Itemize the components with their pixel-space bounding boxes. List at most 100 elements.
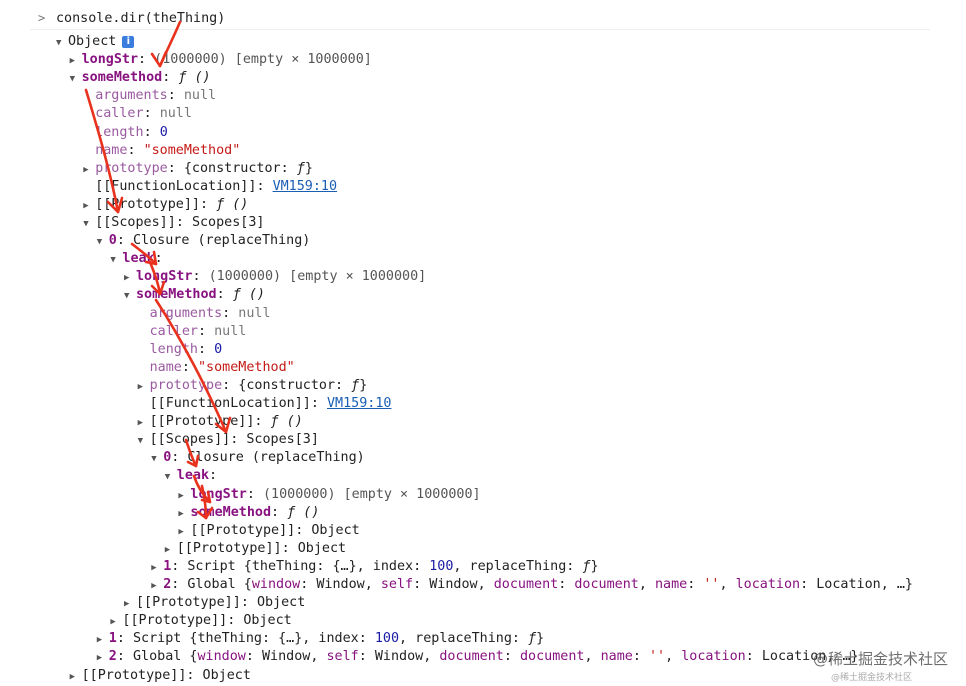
watermark: @稀土掘金技术社区 xyxy=(812,650,948,668)
tree-row[interactable]: ▶prototype: {constructor: ƒ} xyxy=(83,160,313,178)
tree-row[interactable]: ▼[[Scopes]]: Scopes[3] xyxy=(138,431,319,449)
tree-row[interactable]: ▶[[Prototype]]: ƒ () xyxy=(83,196,248,214)
property-key: length xyxy=(149,341,198,357)
tree-row[interactable]: ▶2: Global {window: Window, self: Window… xyxy=(97,648,859,666)
watermark-sub: @稀土掘金技术社区 xyxy=(830,673,912,683)
tree-row: ▶length: 0 xyxy=(95,124,168,140)
expand-triangle-closed-icon[interactable]: ▶ xyxy=(137,418,144,429)
tree-row[interactable]: ▶someMethod: ƒ () xyxy=(178,504,319,522)
expand-triangle-closed-icon[interactable]: ▶ xyxy=(124,273,130,284)
tree-row: ▶caller: null xyxy=(95,106,192,122)
tree-row: ▶name: "someMethod" xyxy=(149,359,295,375)
console-input-line[interactable]: >console.dir(theThing) xyxy=(38,9,225,27)
property-key: [[Prototype]] xyxy=(81,667,187,683)
property-key: 2 xyxy=(108,649,117,665)
property-value: : Window, xyxy=(300,577,381,592)
tree-row[interactable]: ▶[[Prototype]]: Object xyxy=(178,522,359,540)
tree-row[interactable]: ▶1: Script {theThing: {…}, index: 100, r… xyxy=(151,558,598,576)
property-key: caller xyxy=(149,323,198,339)
property-value: self xyxy=(326,649,359,665)
expand-triangle-closed-icon[interactable]: ▶ xyxy=(178,526,184,537)
tree-row[interactable]: ▶longStr: (1000000) [empty × 1000000] xyxy=(70,51,372,69)
expand-triangle-closed-icon[interactable]: ▶ xyxy=(96,635,103,646)
property-key: name xyxy=(149,359,182,375)
property-value: (1000000) [empty × 1000000] xyxy=(208,269,427,285)
property-value: } xyxy=(304,160,313,176)
property-value: Object xyxy=(311,522,360,538)
expand-triangle-open-icon[interactable]: ▼ xyxy=(69,74,76,85)
property-value: 100 xyxy=(374,631,400,647)
property-value: : Window, xyxy=(358,649,440,665)
expand-triangle-closed-icon[interactable]: ▶ xyxy=(151,581,157,591)
property-value: document xyxy=(439,649,504,665)
property-value: , xyxy=(665,649,682,665)
function-location-link[interactable]: VM159:10 xyxy=(326,396,392,411)
info-icon[interactable]: i xyxy=(122,36,135,48)
tree-row[interactable]: ▶[[Prototype]]: Object xyxy=(165,540,346,558)
property-value: : Location, …} xyxy=(745,649,859,665)
tree-row[interactable]: ▼someMethod: ƒ () xyxy=(124,286,265,304)
expand-triangle-open-icon[interactable]: ▼ xyxy=(124,291,130,302)
expand-triangle-open-icon[interactable]: ▼ xyxy=(164,472,171,483)
property-value: (1000000) [empty × 1000000] xyxy=(262,486,481,502)
property-value: ƒ () xyxy=(216,196,249,212)
expand-triangle-closed-icon[interactable]: ▶ xyxy=(178,490,184,501)
tree-row[interactable]: ▼0: Closure (replaceThing) xyxy=(97,232,311,250)
property-value: document xyxy=(574,577,639,592)
expand-triangle-closed-icon[interactable]: ▶ xyxy=(151,562,157,573)
property-value: ƒ () xyxy=(232,287,265,303)
tree-row[interactable]: ▶longStr: (1000000) [empty × 1000000] xyxy=(124,268,426,286)
property-key: arguments xyxy=(149,305,223,321)
tree-row: ▶arguments: null xyxy=(149,305,271,321)
function-location-link[interactable]: VM159:10 xyxy=(272,178,338,194)
expand-triangle-closed-icon[interactable]: ▶ xyxy=(164,544,171,555)
property-key: length xyxy=(95,124,144,140)
tree-row[interactable]: ▼0: Closure (replaceThing) xyxy=(151,449,365,467)
tree-row[interactable]: ▶[[Prototype]]: ƒ () xyxy=(138,413,303,431)
expand-triangle-closed-icon[interactable]: ▶ xyxy=(124,599,130,610)
expand-triangle-closed-icon[interactable]: ▶ xyxy=(69,56,76,67)
property-value: , replaceThing: xyxy=(399,631,529,647)
tree-row[interactable]: ▶[[Prototype]]: Object xyxy=(110,612,291,630)
expand-triangle-open-icon[interactable]: ▼ xyxy=(56,38,62,48)
expand-triangle-closed-icon[interactable]: ▶ xyxy=(96,653,103,664)
tree-row[interactable]: ▶prototype: {constructor: ƒ} xyxy=(138,377,368,395)
property-value: Script {theThing: {…}, index: xyxy=(187,558,430,574)
tree-row[interactable]: ▼leak: xyxy=(165,467,217,485)
property-key: arguments xyxy=(95,88,168,104)
property-key: [[Scopes]] xyxy=(95,215,176,230)
expand-triangle-closed-icon[interactable]: ▶ xyxy=(178,508,184,519)
expand-triangle-open-icon[interactable]: ▼ xyxy=(110,255,116,266)
expand-triangle-open-icon[interactable]: ▼ xyxy=(96,237,103,248)
property-key: someMethod xyxy=(136,287,217,303)
tree-row[interactable]: ▼[[Scopes]]: Scopes[3] xyxy=(83,214,264,232)
tree-row[interactable]: ▼someMethod: ƒ () xyxy=(70,69,211,87)
expand-triangle-closed-icon[interactable]: ▶ xyxy=(83,164,89,175)
property-key: [[Prototype]] xyxy=(136,595,241,611)
expand-triangle-closed-icon[interactable]: ▶ xyxy=(137,381,144,392)
tree-row[interactable]: ▶longStr: (1000000) [empty × 1000000] xyxy=(178,486,480,504)
property-value: window xyxy=(251,577,301,592)
expand-triangle-open-icon[interactable]: ▼ xyxy=(137,436,144,447)
tree-row[interactable]: ▶1: Script {theThing: {…}, index: 100, r… xyxy=(97,630,544,648)
property-key: 2 xyxy=(163,577,172,592)
property-value: "someMethod" xyxy=(197,359,295,375)
tree-row: ▶[[FunctionLocation]]: VM159:10 xyxy=(95,178,338,194)
property-value: ƒ xyxy=(296,160,305,176)
property-value: : Window, xyxy=(413,577,494,592)
tree-row[interactable]: ▶2: Global {window: Window, self: Window… xyxy=(151,576,913,594)
expand-triangle-open-icon[interactable]: ▼ xyxy=(83,219,89,229)
property-value: null xyxy=(159,106,192,122)
expand-triangle-open-icon[interactable]: ▼ xyxy=(151,454,157,465)
expand-triangle-closed-icon[interactable]: ▶ xyxy=(110,617,116,628)
property-value: document xyxy=(519,649,585,665)
prompt-chevron-icon: > xyxy=(38,11,46,25)
tree-row[interactable]: ▶[[Prototype]]: Object xyxy=(70,667,251,685)
tree-row[interactable]: ▼leak: xyxy=(110,250,162,268)
expand-triangle-closed-icon[interactable]: ▶ xyxy=(69,671,76,682)
tree-row[interactable]: ▶[[Prototype]]: Object xyxy=(124,594,305,612)
property-value: window xyxy=(197,649,246,665)
property-key: [[FunctionLocation]] xyxy=(95,178,257,194)
expand-triangle-closed-icon[interactable]: ▶ xyxy=(83,200,89,211)
